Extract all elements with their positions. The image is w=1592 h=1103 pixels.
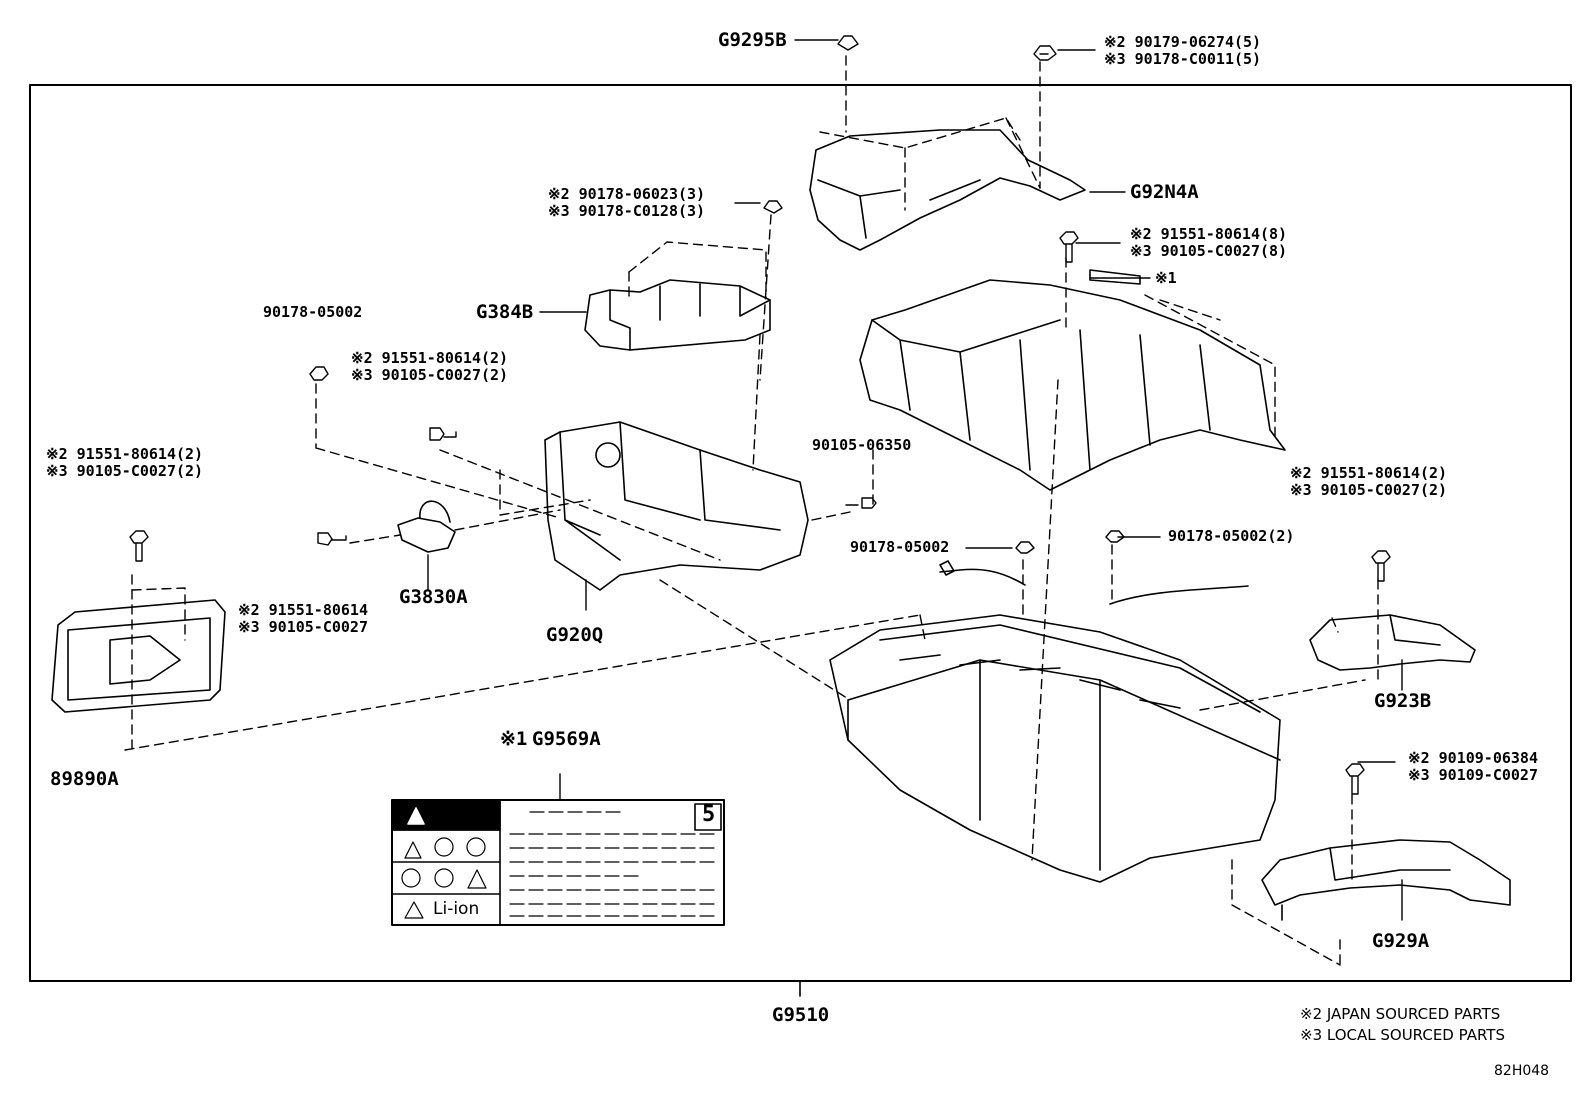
part-label-89890a: 89890A: [50, 768, 119, 790]
bracket-g929a-drawing: [1261, 839, 1511, 921]
part-label-g9295b: G9295B: [718, 29, 787, 51]
junction-block-g384b-drawing: [584, 279, 771, 351]
battery-pack-drawing: [829, 614, 1281, 883]
fastener-code: ※2 91551-80614(2): [351, 349, 509, 367]
fastener-callout-right-bolt: ※2 91551-80614(2) ※3 90105-C0027(2): [1290, 465, 1447, 499]
footnote-japan: ※2 JAPAN SOURCED PARTS: [1300, 1005, 1501, 1023]
part-label-g9510: G9510: [772, 1004, 830, 1026]
fastener-code: ※3 90105-C0027(2): [351, 366, 509, 384]
fastener-code: ※2 90178-06023(3): [548, 185, 706, 203]
assembly-dash-lines: [124, 55, 1379, 966]
footnotes: ※2 JAPAN SOURCED PARTS ※3 LOCAL SOURCED …: [1300, 1004, 1505, 1046]
part-label-g920q: G920Q: [546, 624, 604, 646]
figure-code: 82H048: [1494, 1063, 1550, 1079]
fastener-code: ※2 91551-80614: [238, 601, 368, 619]
cover-g92n4a-drawing: [809, 129, 1086, 251]
fastener-label-nut-left: 90178-05002: [263, 303, 363, 321]
fastener-callout-cover-bolt: ※2 91551-80614(8) ※3 90105-C0027(8): [1130, 226, 1287, 260]
fastener-callout-bolt-mid: ※2 91551-80614(2) ※3 90105-C0027(2): [351, 350, 508, 384]
part-label-g923b: G923B: [1374, 690, 1432, 712]
fastener-callout-bolt-small: ※2 91551-80614 ※3 90105-C0027: [238, 602, 368, 636]
part-label-g929a: G929A: [1372, 930, 1430, 952]
fastener-code: ※2 90109-06384: [1408, 749, 1538, 767]
part-label-g9569a: G9569A: [532, 728, 601, 750]
caution-label-card: [391, 799, 725, 926]
fastener-label-nut-mid: 90178-05002: [850, 538, 950, 556]
cable-drawings: [939, 560, 1249, 605]
fastener-callout-top-right: ※2 90179-06274(5) ※3 90178-C0011(5): [1104, 34, 1261, 68]
footnote-local: ※3 LOCAL SOURCED PARTS: [1300, 1026, 1505, 1044]
fastener-code: ※3 90178-C0128(3): [548, 202, 706, 220]
ecu-89890a-drawing: [51, 599, 226, 713]
fastener-code: ※2 91551-80614(2): [46, 445, 204, 463]
fastener-code: ※2 90179-06274(5): [1104, 33, 1262, 51]
part-label-g3830a: G3830A: [399, 586, 468, 608]
fastener-code: ※2 91551-80614(2): [1290, 464, 1448, 482]
fastener-drawings: [129, 35, 1391, 795]
part-label-g92n4a: G92N4A: [1130, 181, 1199, 203]
fastener-code: ※3 90105-C0027: [238, 618, 368, 636]
fastener-code: ※3 90178-C0011(5): [1104, 50, 1262, 68]
fastener-callout-g929a-bolt: ※2 90109-06384 ※3 90109-C0027: [1408, 750, 1538, 784]
label-card-li-ion: Li-ion: [433, 899, 480, 919]
label-card-number: 5: [702, 802, 716, 827]
fastener-label-g920q-bolt: 90105-06350: [812, 436, 912, 454]
fastener-callout-g384b: ※2 90178-06023(3) ※3 90178-C0128(3): [548, 186, 705, 220]
fastener-code: ※3 90109-C0027: [1408, 766, 1538, 784]
part-label-g9569a-note: ※1: [500, 728, 528, 750]
battery-cover-drawing: [859, 269, 1286, 491]
fastener-code: ※2 91551-80614(8): [1130, 225, 1288, 243]
note-tag-x1: ※1: [1155, 269, 1177, 287]
bracket-g923b-drawing: [1309, 614, 1476, 671]
fastener-code: ※3 90105-C0027(8): [1130, 242, 1288, 260]
relay-g3830a-drawing: [397, 500, 456, 553]
bracket-g920q-drawing: [544, 421, 809, 591]
fastener-code: ※3 90105-C0027(2): [1290, 481, 1448, 499]
fastener-code: ※3 90105-C0027(2): [46, 462, 204, 480]
leader-lines: [427, 39, 1403, 921]
fastener-label-nut-right: 90178-05002(2): [1168, 527, 1295, 545]
fastener-callout-bolt-left: ※2 91551-80614(2) ※3 90105-C0027(2): [46, 446, 203, 480]
part-label-g384b: G384B: [476, 301, 534, 323]
